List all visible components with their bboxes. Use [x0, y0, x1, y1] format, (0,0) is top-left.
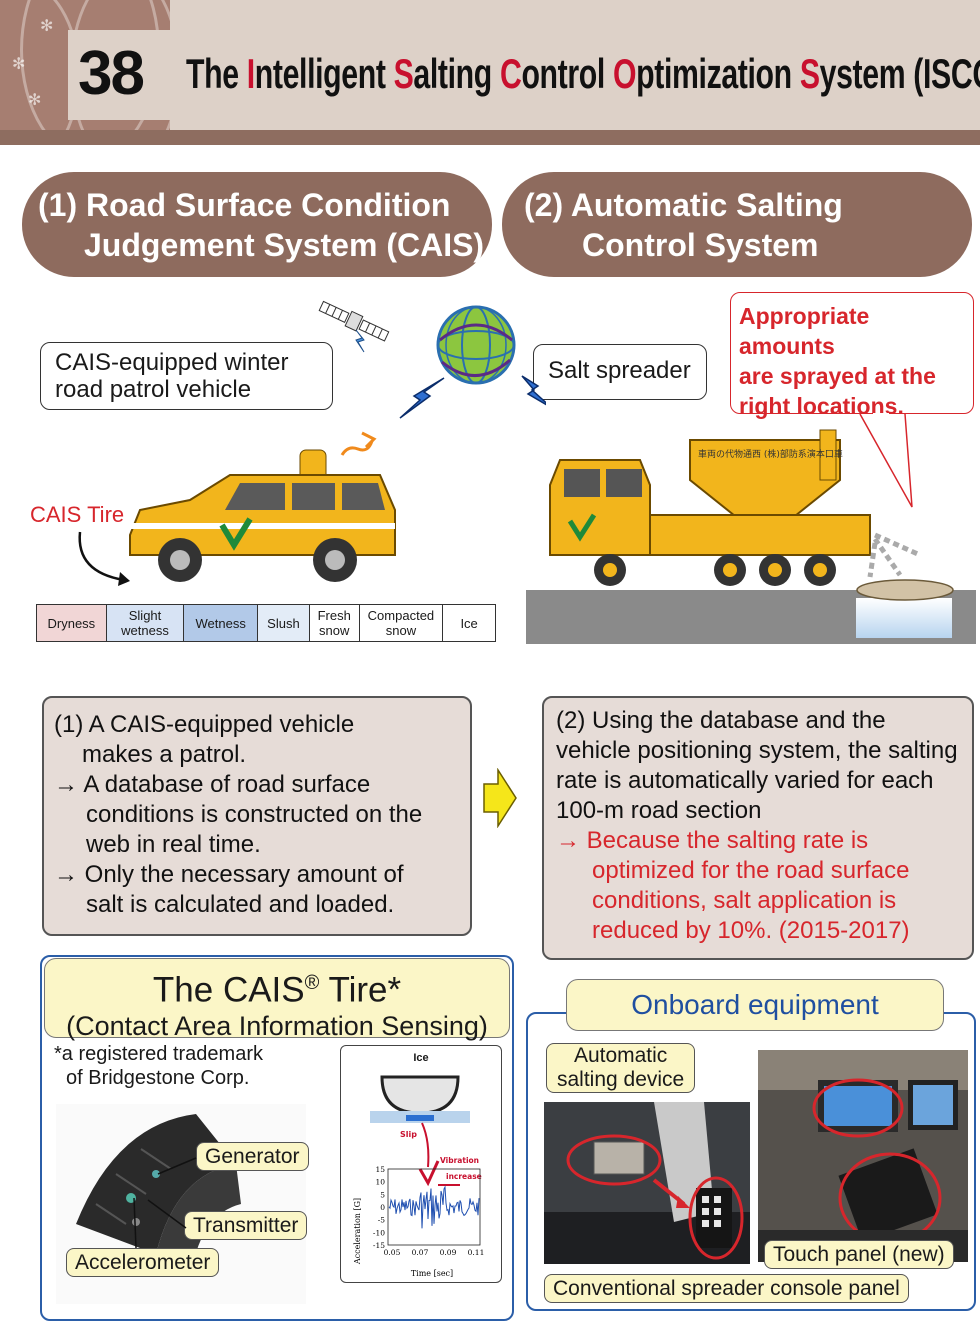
graph-xtick: 0.07: [412, 1248, 429, 1257]
salt-spreader-callout: Salt spreader: [533, 344, 707, 400]
salting-description-box: (2) Using the database and the vehicle p…: [542, 696, 974, 960]
graph-ytick: 15: [375, 1165, 385, 1174]
increase-label: increase: [446, 1172, 482, 1181]
slip-label: Slip: [400, 1130, 417, 1139]
page-title: The Intelligent Salting Control Optimiza…: [186, 50, 980, 97]
graph-xtick: 0.05: [384, 1248, 401, 1257]
patrol-description-box: (1) A CAIS-equipped vehicle makes a patr…: [42, 696, 472, 936]
transmitter-label: Transmitter: [184, 1211, 308, 1240]
onboard-equipment-title: Onboard equipment: [566, 979, 944, 1031]
road-condition-cell: Slush: [258, 605, 310, 641]
graph-ytick: -5: [378, 1216, 386, 1225]
section-2-heading: (2) Automatic Salting Control System: [502, 172, 972, 277]
snowflake-icon: ✻: [40, 16, 54, 35]
cais-tire-title: The CAIS® Tire* (Contact Area Informatio…: [44, 958, 510, 1041]
spray-callout-pointer: [859, 413, 913, 508]
console-panel-label: Conventional spreader console panel: [544, 1274, 909, 1303]
spray-callout: Appropriate amounts are sprayed at the r…: [730, 292, 974, 419]
signal-icon: [399, 377, 445, 419]
graph-ylabel: Acceleration [G]: [353, 1198, 362, 1265]
cais-tire-arrow: [78, 531, 130, 586]
satellite-network-graphic: [318, 300, 546, 419]
touch-panel-label: Touch panel (new): [764, 1240, 954, 1269]
generator-label: Generator: [196, 1142, 309, 1171]
flow-arrow-icon: [483, 768, 517, 828]
cais-tire-label: CAIS Tire: [30, 502, 125, 527]
signal-wave-icon: [340, 440, 374, 456]
touch-panel-photo: [758, 1050, 968, 1262]
signal-icon: [521, 375, 546, 406]
salt-spreader-truck-illustration: 車両の代物通西 (株)部防系演本口車: [549, 429, 922, 586]
acceleration-graph-plot: Slip Vibration increase 151050-5-10-150.…: [353, 1075, 485, 1278]
header: ✻ ✻ ✻ 38 The Intelligent Salting Control…: [0, 0, 980, 145]
graph-xtick: 0.09: [440, 1248, 457, 1257]
road-condition-cell: Dryness: [37, 605, 107, 641]
patrol-vehicle-illustration: [129, 431, 396, 582]
tire-label-lines: [133, 1157, 197, 1249]
graph-xlabel: Time [sec]: [411, 1269, 453, 1278]
header-bar: [0, 130, 980, 145]
snowflake-icon: ✻: [28, 90, 42, 109]
graph-ytick: 5: [380, 1190, 385, 1199]
salt-pile: [856, 579, 954, 601]
trademark-note: *a registered trademark of Bridgestone C…: [54, 1043, 263, 1089]
ice-patch: [856, 598, 952, 638]
satellite-icon: [318, 300, 390, 342]
snowflake-icon: ✻: [12, 54, 26, 73]
globe-icon: [436, 305, 516, 385]
road-condition-cell: Ice: [443, 605, 495, 641]
section-1-heading: (1) Road Surface Condition Judgement Sys…: [22, 172, 492, 277]
page-number: 38: [78, 39, 145, 108]
graph-ytick: -15: [373, 1241, 385, 1250]
svg-text:車両の代物通西 (株)部防系演本口車: 車両の代物通西 (株)部防系演本口車: [698, 448, 843, 460]
graph-ytick: 0: [380, 1203, 385, 1212]
salting-device-label: Automatic salting device: [546, 1043, 696, 1093]
vibration-label: Vibration: [440, 1156, 479, 1165]
signal-icon: [355, 329, 365, 353]
road-condition-cell: Wetness: [184, 605, 259, 641]
graph-ytick: 10: [375, 1178, 385, 1187]
salting-device-photo: [544, 1102, 750, 1264]
graph-xtick: 0.11: [468, 1248, 485, 1257]
patrol-vehicle-callout: CAIS-equipped winter road patrol vehicle: [40, 342, 333, 410]
accelerometer-label: Accelerometer: [66, 1248, 220, 1277]
graph-ytick: -10: [373, 1228, 385, 1237]
